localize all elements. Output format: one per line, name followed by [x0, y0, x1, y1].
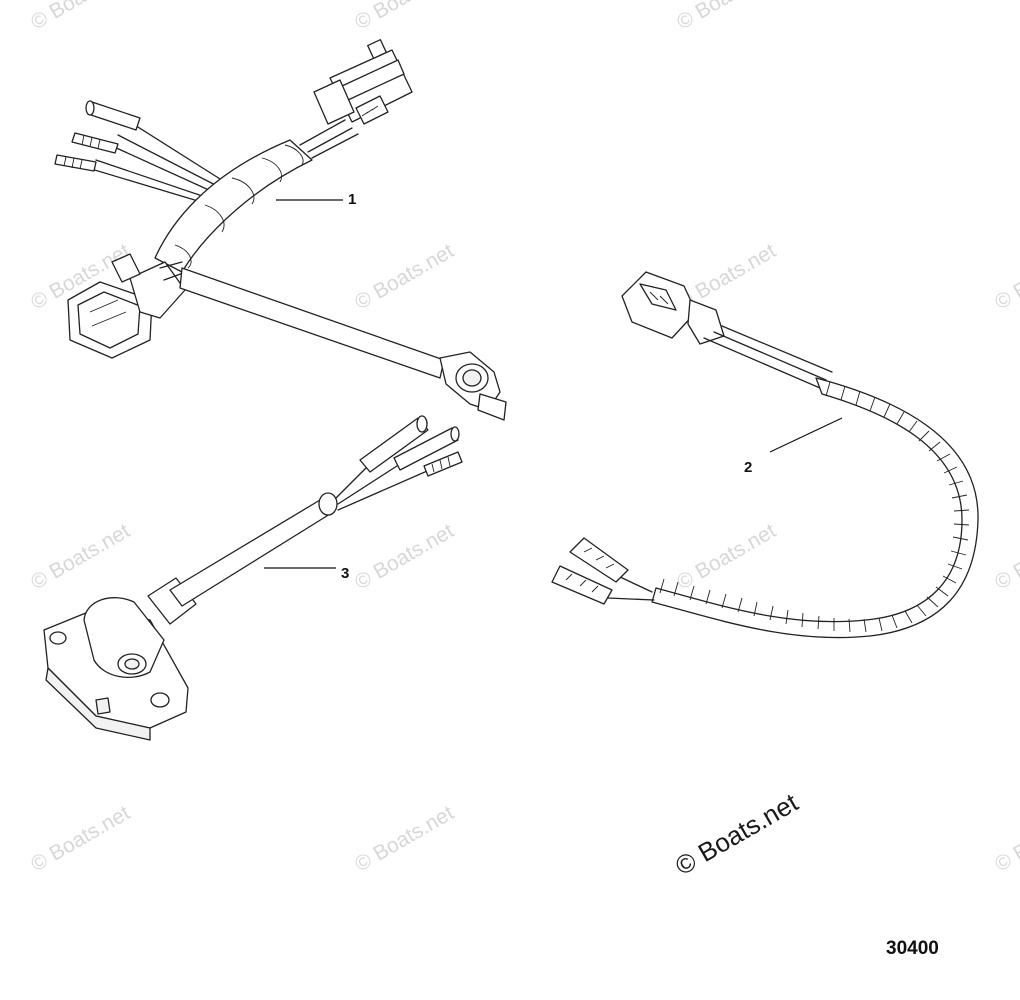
watermark-layer: © Boats.net © Boats.net © Boats.net © Bo…	[27, 0, 1020, 876]
watermark-text: © Boats.net	[27, 801, 134, 876]
figure-number: 30400	[886, 938, 939, 959]
boats-net-watermark: © Boats.net	[670, 787, 804, 881]
part-3-sensor: 3	[43, 415, 463, 741]
callout-2: 2	[744, 459, 752, 476]
watermark-text: © Boats.net	[27, 519, 134, 594]
watermark-text: © Boats.net	[351, 519, 458, 594]
callout-3: 3	[341, 565, 349, 582]
part-2-harness: 2	[551, 271, 979, 639]
watermark-text: © Boats.net	[351, 0, 458, 34]
watermark-text: © Boats.net	[991, 519, 1020, 594]
watermark-text: © Boats.net	[673, 519, 780, 594]
watermark-text: © Boats.net	[351, 801, 458, 876]
callout-1: 1	[348, 191, 356, 208]
watermark-text: © Boats.net	[991, 801, 1020, 876]
watermark-text: © Boats.net	[991, 239, 1020, 314]
watermark-text: © Boats.net	[27, 0, 134, 34]
watermark-text: © Boats.net	[351, 239, 458, 314]
part-1-harness: 1	[54, 39, 507, 421]
watermark-text: © Boats.net	[673, 0, 780, 34]
spiral-rings	[659, 381, 970, 633]
leader-line-2	[769, 417, 843, 453]
